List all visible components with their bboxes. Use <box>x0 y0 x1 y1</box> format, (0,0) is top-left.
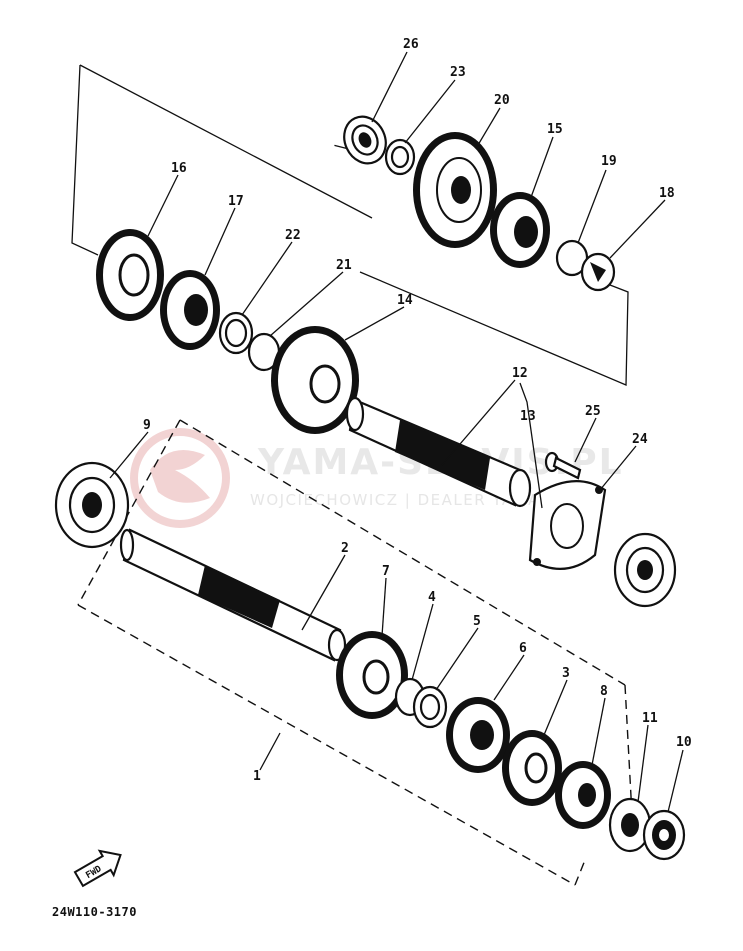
gear-20 <box>413 132 497 248</box>
plate-24 <box>528 480 607 570</box>
bearing-26 <box>334 115 387 165</box>
callout-15: 15 <box>547 122 563 137</box>
callout-14: 14 <box>397 293 413 308</box>
bearing-11 <box>608 797 652 853</box>
callout-19: 19 <box>601 154 617 169</box>
bearing-9 <box>54 461 130 549</box>
gear-7 <box>336 631 408 719</box>
leader-lines <box>109 51 684 813</box>
callout-10: 10 <box>676 735 692 750</box>
washer-23 <box>384 138 416 176</box>
mainshaft-2 <box>119 528 347 662</box>
upper-group-outline <box>71 64 99 256</box>
callout-21: 21 <box>336 258 352 273</box>
callout-11: 11 <box>642 711 658 726</box>
gear-8 <box>555 761 611 829</box>
callout-25: 25 <box>585 404 601 419</box>
callout-12: 12 <box>512 366 528 381</box>
callout-5: 5 <box>473 614 481 629</box>
callout-26: 26 <box>403 37 419 52</box>
callout-23: 23 <box>450 65 466 80</box>
callout-3: 3 <box>562 666 570 681</box>
callout-6: 6 <box>519 641 527 656</box>
seal-10 <box>642 809 686 861</box>
gear-3 <box>502 730 562 806</box>
callout-22: 22 <box>285 228 301 243</box>
callouts: 26 23 20 15 19 18 16 17 22 21 14 12 13 2… <box>143 37 692 784</box>
callout-17: 17 <box>228 194 244 209</box>
callout-4: 4 <box>428 590 436 605</box>
callout-9: 9 <box>143 418 151 433</box>
watermark-logo <box>130 428 230 528</box>
callout-20: 20 <box>494 93 510 108</box>
gear-16 <box>96 229 164 321</box>
lower-group-outline <box>77 419 633 886</box>
bearing-24b <box>613 532 677 608</box>
washer-18 <box>580 252 616 292</box>
gear-17 <box>160 270 220 350</box>
upper-group-top-line <box>79 64 373 219</box>
callout-18: 18 <box>659 186 675 201</box>
gear-15 <box>490 192 550 268</box>
callout-2: 2 <box>341 541 349 556</box>
washer-22 <box>218 311 254 355</box>
gear-14 <box>271 326 359 434</box>
upper-group-right-line <box>359 271 629 386</box>
callout-7: 7 <box>382 564 390 579</box>
callout-24: 24 <box>632 432 648 447</box>
callout-8: 8 <box>600 684 608 699</box>
fwd-arrow-icon: FWD <box>73 849 122 888</box>
countershaft-12 <box>345 396 532 508</box>
drawing-code: 24W110-3170 <box>52 905 137 919</box>
screw-25 <box>544 451 582 480</box>
washer-5 <box>412 685 448 729</box>
gear-6 <box>446 697 510 773</box>
watermark-subtitle: WOJCIECHOWICZ | DEALER YAMAHA <box>250 491 564 509</box>
callout-16: 16 <box>171 161 187 176</box>
callout-1: 1 <box>253 769 261 784</box>
callout-13: 13 <box>520 409 536 424</box>
